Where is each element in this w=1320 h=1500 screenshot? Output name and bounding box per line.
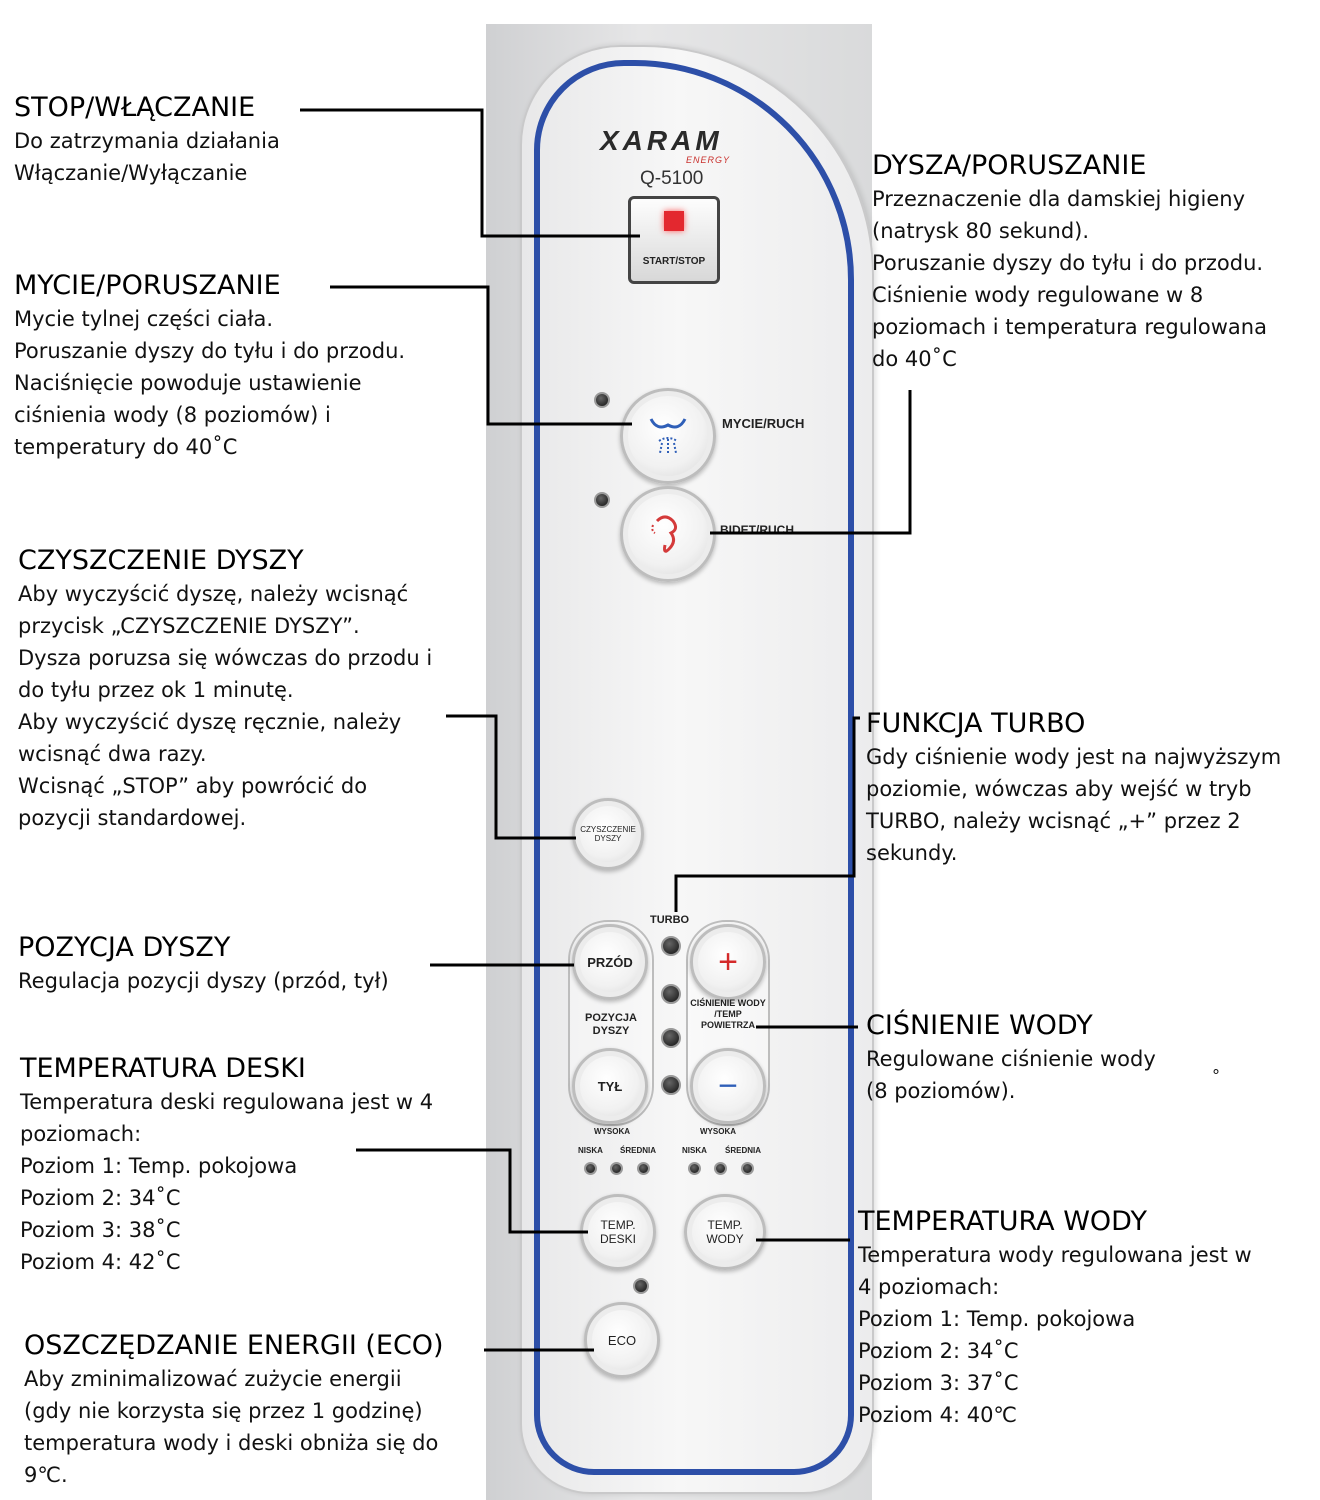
annotation-title: CIŚNIENIE WODY	[866, 1010, 1093, 1041]
tyl-label: TYŁ	[597, 1078, 623, 1094]
indicator-led	[594, 392, 610, 408]
annotation-body: Temperatura wody regulowana jest w 4 poz…	[858, 1243, 1252, 1427]
leader-czyszczenie	[446, 714, 576, 840]
annotation-title: TEMPERATURA DESKI	[20, 1053, 306, 1084]
annotation-title: MYCIE/PORUSZANIE	[14, 270, 281, 301]
model-name: Q-5100	[640, 168, 704, 189]
annotation-cisnienie: CIŚNIENIE WODY Regulowane ciśnienie wody…	[866, 1010, 1156, 1107]
brand-sub: ENERGY	[686, 155, 731, 165]
indicator-led	[594, 492, 610, 508]
plus-button[interactable]: +	[690, 924, 766, 1000]
annotation-title: STOP/WŁĄCZANIE	[14, 92, 256, 123]
water-temp-button[interactable]: TEMP. WODY	[684, 1194, 766, 1270]
annotation-body: Gdy ciśnienie wody jest na najwyższym po…	[866, 745, 1282, 865]
annotation-czyszczenie: CZYSZCZENIE DYSZY Aby wyczyścić dyszę, n…	[18, 545, 432, 834]
level-mid-label: ŚREDNIA	[725, 1146, 762, 1155]
annotation-body: Aby zminimalizować zużycie energii (gdy …	[24, 1367, 439, 1487]
przod-label: PRZÓD	[587, 954, 633, 970]
minus-button[interactable]: −	[690, 1048, 766, 1124]
annotation-title: DYSZA/PORUSZANIE	[872, 150, 1147, 181]
mycie-button[interactable]	[620, 388, 716, 484]
annotation-body: Mycie tylnej części ciała. Poruszanie dy…	[14, 307, 406, 459]
bidet-icon	[651, 515, 678, 553]
nozzle-clean-button[interactable]: CZYSZCZENIE DYSZY	[572, 798, 644, 870]
leader-temp-deski	[356, 1148, 588, 1234]
level-low-label: NISKA	[682, 1146, 707, 1155]
seat-temp-label: TEMP. DESKI	[599, 1218, 636, 1246]
power-led-icon	[664, 211, 684, 231]
annotation-mycie: MYCIE/PORUSZANIE Mycie tylnej części cia…	[14, 270, 405, 463]
eco-led	[633, 1278, 649, 1294]
position-label: POZYCJA DYSZY	[585, 1012, 637, 1038]
eco-label: ECO	[607, 1332, 637, 1348]
leader-turbo	[674, 716, 860, 912]
annotation-turbo: FUNKCJA TURBO Gdy ciśnienie wody jest na…	[866, 708, 1281, 869]
pressure-level-led	[661, 936, 681, 956]
turbo-label: TURBO	[650, 914, 690, 926]
pressure-level-led	[661, 1075, 681, 1095]
annotation-body: Do zatrzymania działania Włączanie/Wyłąc…	[14, 129, 280, 185]
annotation-temp-deski: TEMPERATURA DESKI Temperatura deski regu…	[20, 1053, 433, 1278]
leader-stop	[300, 108, 640, 238]
annotation-pozycja: POZYCJA DYSZY Regulacja pozycji dyszy (p…	[18, 932, 389, 997]
stray-mark: °	[1212, 1066, 1220, 1085]
rear-wash-icon	[649, 418, 687, 455]
annotation-body: Regulacja pozycji dyszy (przód, tył)	[18, 969, 389, 993]
start-stop-label: START/STOP	[642, 256, 706, 267]
water-temp-label: TEMP. WODY	[706, 1218, 744, 1246]
seat-level-led	[610, 1162, 623, 1175]
annotation-title: OSZCZĘDZANIE ENERGII (ECO)	[24, 1330, 444, 1361]
annotation-dysza: DYSZA/PORUSZANIE Przeznaczenie dla damsk…	[872, 150, 1267, 375]
eco-button[interactable]: ECO	[584, 1302, 660, 1378]
brand-logo: XARAM	[600, 125, 723, 156]
annotation-body: Regulowane ciśnienie wody (8 poziomów).	[866, 1047, 1156, 1103]
annotation-eco: OSZCZĘDZANIE ENERGII (ECO) Aby zminimali…	[24, 1330, 444, 1491]
annotation-title: CZYSZCZENIE DYSZY	[18, 545, 304, 576]
level-mid-label: ŚREDNIA	[620, 1146, 657, 1155]
pressure-level-led	[661, 1028, 681, 1048]
annotation-stop: STOP/WŁĄCZANIE Do zatrzymania działania …	[14, 92, 280, 189]
annotation-temp-wody: TEMPERATURA WODY Temperatura wody regulo…	[858, 1206, 1252, 1431]
annotation-body: Temperatura deski regulowana jest w 4 po…	[20, 1090, 434, 1274]
pressure-level-led	[661, 984, 681, 1004]
water-level-led	[741, 1162, 754, 1175]
minus-icon: −	[718, 1066, 738, 1105]
annotation-title: POZYCJA DYSZY	[18, 932, 231, 963]
mycie-label: MYCIE/RUCH	[722, 416, 805, 431]
level-high-label: WYSOKA	[594, 1127, 630, 1136]
pressure-label: CIŚNIENIE WODY /TEMP POWIETRZA	[690, 998, 766, 1030]
przod-button[interactable]: PRZÓD	[572, 924, 648, 1000]
level-high-label: WYSOKA	[700, 1127, 736, 1136]
seat-level-led	[584, 1162, 597, 1175]
seat-temp-button[interactable]: TEMP. DESKI	[580, 1194, 656, 1270]
seat-level-led	[637, 1162, 650, 1175]
leader-dysza	[710, 390, 912, 535]
annotation-body: Aby wyczyścić dyszę, należy wcisnąć przy…	[18, 582, 433, 830]
tyl-button[interactable]: TYŁ	[572, 1048, 648, 1124]
annotation-body: Przeznaczenie dla damskiej higieny (natr…	[872, 187, 1267, 371]
bidet-button[interactable]	[620, 486, 716, 582]
plus-icon: +	[718, 942, 738, 981]
leader-mycie	[330, 285, 632, 426]
level-low-label: NISKA	[578, 1146, 603, 1155]
start-stop-button[interactable]: START/STOP	[628, 196, 720, 284]
water-level-led	[714, 1162, 727, 1175]
water-level-led	[688, 1162, 701, 1175]
nozzle-clean-label: CZYSZCZENIE DYSZY	[580, 825, 636, 843]
annotation-title: FUNKCJA TURBO	[866, 708, 1086, 739]
annotation-title: TEMPERATURA WODY	[858, 1206, 1147, 1237]
